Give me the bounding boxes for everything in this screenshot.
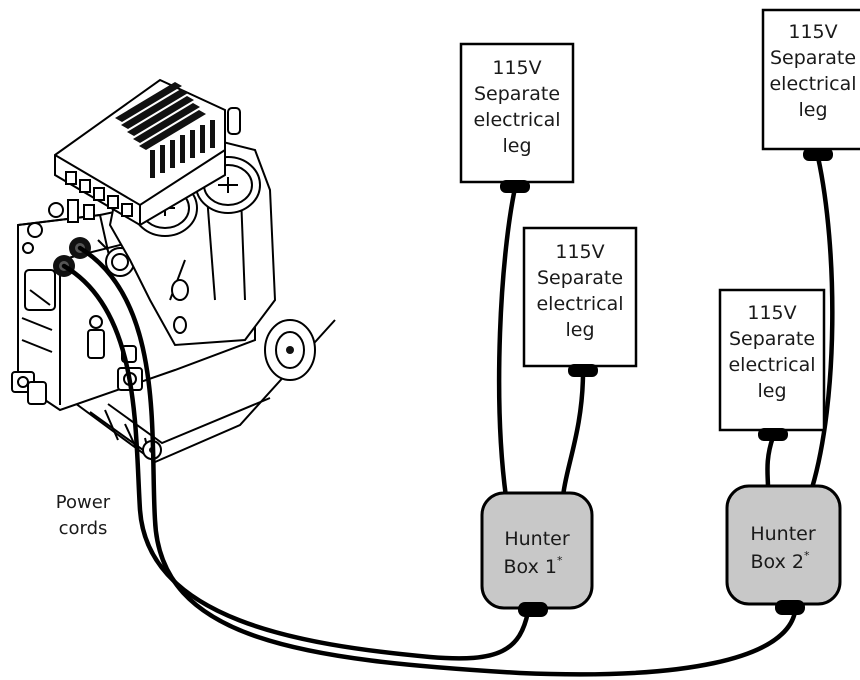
hunter-box-1-line-1: Hunter xyxy=(504,528,570,550)
plug-connector-icon xyxy=(775,600,805,615)
outlet-box-1: 115V Separate electrical leg xyxy=(459,42,575,193)
plug-connector-icon xyxy=(500,180,530,193)
cord-outlet-4-to-hunter-box-2 xyxy=(809,154,835,491)
cord-machine-to-hunter-box-2 xyxy=(77,245,798,677)
power-cords xyxy=(61,154,835,677)
hunter-box-2: Hunter Box 2* xyxy=(725,484,842,615)
hunter-box-2-line-1: Hunter xyxy=(750,523,816,545)
hunter-box-1-line-2: Box 1* xyxy=(504,554,563,578)
outlet-2-line-3: electrical xyxy=(536,293,623,315)
cord-outlet-2-to-hunter-box-1 xyxy=(560,369,586,500)
outlet-1-line-4: leg xyxy=(502,135,531,157)
outlet-4-line-3: electrical xyxy=(769,73,856,95)
cord-outlet-1-to-hunter-box-1 xyxy=(496,185,518,500)
outlet-4-line-4: leg xyxy=(798,99,827,121)
extractor-machine-illustration xyxy=(11,78,336,464)
hunter-box-1-footnote-mark: * xyxy=(557,554,563,567)
plug-connector-icon xyxy=(758,428,788,441)
outlet-2-line-2: Separate xyxy=(537,267,623,289)
hunter-box-2-footnote-mark: * xyxy=(804,549,810,562)
caption-line-1: Power xyxy=(56,492,111,513)
outlet-1-line-1: 115V xyxy=(492,57,541,79)
outlet-2-line-1: 115V xyxy=(555,241,604,263)
outlet-1-line-2: Separate xyxy=(474,83,560,105)
outlet-box-4: 115V Separate electrical leg xyxy=(761,8,860,161)
outlet-3-line-4: leg xyxy=(757,380,786,402)
outlet-3-line-1: 115V xyxy=(747,302,796,324)
outlet-box-3: 115V Separate electrical leg xyxy=(718,288,826,441)
hunter-box-2-line-2: Box 2* xyxy=(751,549,810,573)
caption-line-2: cords xyxy=(59,518,108,539)
plug-connector-icon xyxy=(518,602,548,617)
outlet-4-line-1: 115V xyxy=(788,21,837,43)
cord-outlet-3-to-hunter-box-2 xyxy=(765,434,776,491)
outlet-4-line-2: Separate xyxy=(770,47,856,69)
plug-connector-icon xyxy=(568,364,598,377)
outlet-1-line-3: electrical xyxy=(473,109,560,131)
outlet-box-2: 115V Separate electrical leg xyxy=(522,226,638,377)
power-cords-caption: Power cords xyxy=(56,492,111,539)
cord-machine-to-hunter-box-1 xyxy=(61,263,531,661)
outlet-3-line-2: Separate xyxy=(729,328,815,350)
outlet-3-line-3: electrical xyxy=(728,354,815,376)
hunter-box-1: Hunter Box 1* xyxy=(480,491,594,617)
plug-connector-icon xyxy=(803,148,833,161)
outlet-2-line-4: leg xyxy=(565,319,594,341)
